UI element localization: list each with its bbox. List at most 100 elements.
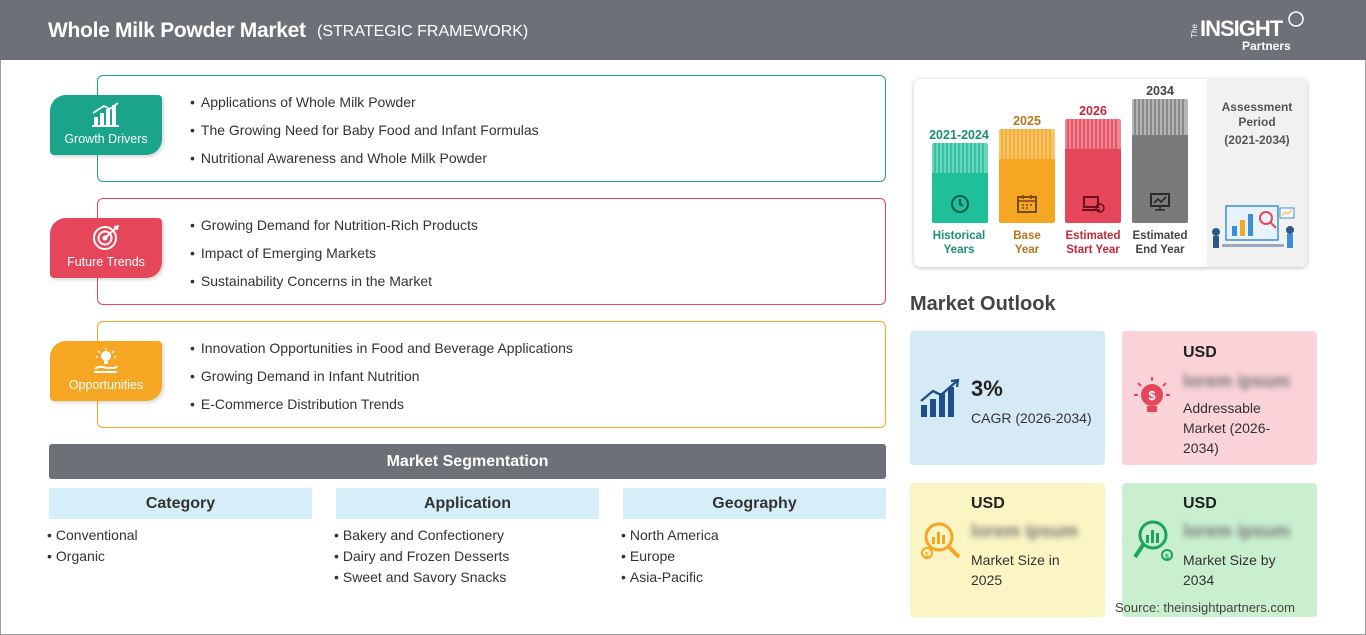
list-item: Innovation Opportunities in Food and Bev… (190, 338, 573, 366)
caption-line: End Year (1135, 244, 1185, 256)
list-item: E-Commerce Distribution Trends (190, 394, 573, 422)
magnifier-growth-icon: $ (1133, 520, 1173, 561)
segment-geography: Geography North America Europe Asia-Paci… (623, 488, 886, 588)
bar-stripes-icon (1132, 99, 1188, 135)
lightbulb-hand-icon (94, 348, 118, 373)
list-item: North America (621, 525, 886, 546)
list-item: Asia-Pacific (621, 567, 886, 588)
list-item: The Growing Need for Baby Food and Infan… (190, 120, 539, 148)
timeline-bar-base (999, 129, 1055, 223)
assessment-label: Assessment Period (1221, 100, 1293, 129)
future-trends-tag: Future Trends (50, 218, 162, 278)
svg-text:$: $ (1148, 388, 1156, 403)
bar-stripes-icon (1065, 119, 1121, 149)
logo-partners: Partners (1242, 39, 1291, 53)
timeline-year: 2021-2024 (929, 128, 989, 142)
future-trends-list: Growing Demand for Nutrition-Rich Produc… (190, 215, 478, 299)
segment-heading: Application (336, 488, 599, 519)
caption-line: Years (943, 244, 975, 256)
source-note: Source: theinsightpartners.com (1115, 600, 1295, 615)
page-title: Whole Milk Powder Market (48, 19, 306, 42)
segmentation-title: Market Segmentation (49, 444, 886, 479)
timeline-bar-historical (932, 143, 988, 223)
future-trends-label: Future Trends (67, 255, 145, 269)
list-item: Nutritional Awareness and Whole Milk Pow… (190, 148, 539, 176)
segment-category: Category Conventional Organic (49, 488, 312, 567)
opportunities-tag: Opportunities (50, 341, 162, 401)
cagr-value: 3% (971, 376, 1003, 401)
size-2034-currency: USD (1183, 495, 1217, 512)
addressable-market-card: $ USD lorem ipsum Addressable Market (20… (1122, 331, 1317, 465)
market-size-2025-card: $ USD lorem ipsum Market Size in 2025 (910, 483, 1105, 617)
svg-text:$: $ (1165, 554, 1169, 561)
caption-line: Year (1014, 244, 1040, 256)
logo-swoosh-icon (1288, 11, 1304, 27)
caption-line: Estimated (1065, 230, 1121, 242)
size-2034-value: lorem ipsum (1183, 521, 1291, 541)
logo-insight: INSIGHT (1200, 16, 1283, 41)
calendar-icon (1017, 195, 1037, 213)
target-icon (93, 224, 120, 250)
page-subtitle: (STRATEGIC FRAMEWORK) (317, 23, 529, 40)
growth-drivers-label: Growth Drivers (64, 132, 148, 146)
list-item: Growing Demand for Nutrition-Rich Produc… (190, 215, 478, 243)
caption-line: Start Year (1066, 244, 1120, 256)
size-2025-label: Market Size in 2025 (971, 552, 1060, 588)
size-2034-label: Market Size by 2034 (1183, 552, 1276, 588)
list-item: Sweet and Savory Snacks (334, 567, 599, 588)
bulb-dollar-icon: $ (1134, 377, 1170, 412)
list-item: Sustainability Concerns in the Market (190, 271, 478, 299)
addressable-currency: USD (1183, 344, 1217, 361)
segment-heading: Category (49, 488, 312, 519)
caption-line: Base (1013, 230, 1041, 242)
addressable-value: lorem ipsum (1183, 371, 1291, 391)
future-trends-box: Growing Demand for Nutrition-Rich Produc… (97, 198, 886, 305)
opportunities-label: Opportunities (68, 378, 144, 392)
header-bar: Whole Milk Powder Market (STRATEGIC FRAM… (0, 0, 1366, 60)
market-outlook-title: Market Outlook (910, 293, 1056, 315)
growth-drivers-tag: Growth Drivers (50, 95, 162, 155)
assessment-period: (2021-2034) (1224, 133, 1290, 147)
list-item: Dairy and Frozen Desserts (334, 546, 599, 567)
end-monitor-icon (1150, 193, 1170, 211)
growth-drivers-list: Applications of Whole Milk Powder The Gr… (190, 92, 539, 176)
growth-bars-icon (920, 378, 960, 417)
cagr-card: 3% CAGR (2026-2034) (910, 331, 1105, 465)
bar-stripes-icon (999, 129, 1055, 159)
list-item: Bakery and Confectionery (334, 525, 599, 546)
size-2025-value: lorem ipsum (971, 521, 1079, 541)
start-laptop-icon (1082, 196, 1105, 213)
svg-text:$: $ (925, 552, 929, 559)
list-item: Organic (47, 546, 312, 567)
timeline-year: 2034 (1146, 84, 1174, 98)
segment-heading: Geography (623, 488, 886, 519)
growth-drivers-box: Applications of Whole Milk Powder The Gr… (97, 75, 886, 182)
size-2025-currency: USD (971, 495, 1005, 512)
cagr-label: CAGR (2026-2034) (971, 410, 1092, 426)
growth-chart-icon (92, 102, 119, 127)
list-item: Impact of Emerging Markets (190, 243, 478, 271)
timeline-year: 2025 (1013, 114, 1041, 128)
timeline-year: 2026 (1079, 104, 1107, 118)
logo-the: The (1190, 24, 1199, 38)
timeline-bar-start (1065, 119, 1121, 223)
magnifier-chart-icon: $ (921, 522, 961, 559)
insight-partners-logo[interactable]: The INSIGHT Partners (1190, 10, 1310, 54)
list-item: Applications of Whole Milk Powder (190, 92, 539, 120)
history-clock-icon (951, 195, 969, 213)
list-item: Europe (621, 546, 886, 567)
list-item: Conventional (47, 525, 312, 546)
opportunities-list: Innovation Opportunities in Food and Bev… (190, 338, 573, 422)
list-item: Growing Demand in Infant Nutrition (190, 366, 573, 394)
opportunities-box: Innovation Opportunities in Food and Bev… (97, 321, 886, 428)
bar-stripes-icon (932, 143, 988, 173)
addressable-label: Addressable Market (2026-2034) (1183, 400, 1271, 456)
caption-line: Historical (932, 230, 986, 242)
analytics-illustration-icon (1212, 205, 1295, 248)
timeline-bar-end (1132, 99, 1188, 223)
segment-application: Application Bakery and Confectionery Dai… (336, 488, 599, 588)
